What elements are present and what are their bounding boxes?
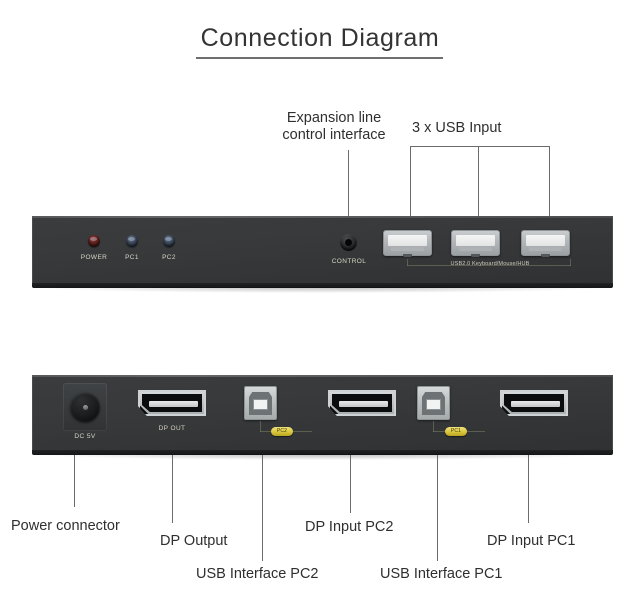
callout-power-connector: Power connector xyxy=(11,518,120,534)
title-underline xyxy=(196,57,443,59)
usb-b-port-pc1-mouth xyxy=(426,399,441,410)
leader-line-dp-output xyxy=(172,455,174,523)
pc2-silk-drop xyxy=(260,421,261,432)
callout-usb-interface-pc1: USB Interface PC1 xyxy=(380,566,503,582)
dc-power-plate xyxy=(63,383,107,431)
rear-panel-bottom-lip xyxy=(32,450,613,455)
leader-line-control xyxy=(348,150,350,238)
badge-pc1: PC1 xyxy=(445,427,467,436)
control-jack xyxy=(340,234,357,251)
callout-expansion-line-control-interface: Expansion line control interface xyxy=(261,110,407,144)
callout-dp-input-pc1: DP Input PC1 xyxy=(487,533,576,549)
usb-bracket-top xyxy=(410,146,550,148)
led-pc1-gloss xyxy=(128,236,135,241)
dp-output-slot xyxy=(149,401,198,407)
badge-pc1-label: PC1 xyxy=(450,428,462,434)
front-panel-top-highlight xyxy=(32,216,613,218)
callout-dp-input-pc2: DP Input PC2 xyxy=(305,519,394,535)
dp-input-pc1-port xyxy=(500,390,568,416)
usb-a-port-1-notch xyxy=(403,254,412,257)
badge-pc2: PC2 xyxy=(271,427,293,436)
usb-a-port-2 xyxy=(451,230,500,257)
control-jack-label: CONTROL xyxy=(331,258,367,265)
leader-line-dp-input-pc1 xyxy=(528,455,530,523)
led-pc2-label: PC2 xyxy=(162,254,176,261)
usb-a-port-3-tongue xyxy=(529,247,562,251)
usb-a-port-1 xyxy=(383,230,432,257)
leader-line-dp-input-pc2 xyxy=(350,455,352,513)
leader-line-usb-interface-pc1 xyxy=(437,455,439,561)
front-panel-bottom-lip xyxy=(32,283,613,288)
badge-pc2-label: PC2 xyxy=(276,428,288,434)
usb-a-port-1-tongue xyxy=(391,247,424,251)
usb-a-port-3-notch xyxy=(541,254,550,257)
dp-input-pc2-port xyxy=(328,390,396,416)
usb-a-port-3 xyxy=(521,230,570,257)
led-power xyxy=(88,235,100,247)
rear-panel-device: DC 5V DP OUT PC2 xyxy=(32,375,613,460)
callout-usb-input: 3 x USB Input xyxy=(412,120,502,136)
dp-input-pc1-slot xyxy=(511,401,560,407)
led-power-label: POWER xyxy=(80,254,108,261)
dp-output-label: DP OUT xyxy=(158,425,186,432)
front-panel-shadow xyxy=(36,287,609,293)
front-panel-device: POWER PC1 PC2 CONTROL xyxy=(32,216,613,293)
usb-silk-bar xyxy=(407,265,571,266)
callout-expansion-line-2: control interface xyxy=(282,127,386,143)
rear-panel-top-highlight xyxy=(32,375,613,377)
usb-silk-drop-right xyxy=(570,259,571,266)
dc-power-jack-pin xyxy=(82,404,88,410)
leader-line-usb-interface-pc2 xyxy=(262,455,264,561)
callout-expansion-line-1: Expansion line xyxy=(286,110,382,126)
dc-power-label: DC 5V xyxy=(74,433,96,440)
dp-output-port xyxy=(138,390,206,416)
usb-b-port-pc2 xyxy=(244,386,277,420)
callout-dp-output: DP Output xyxy=(160,533,228,549)
usb-group-label: USB2.0 Keyboard/Mouse/HUB xyxy=(450,261,530,267)
usb-a-port-3-slot xyxy=(526,235,565,246)
usb-bracket-drop-3 xyxy=(549,146,551,242)
rear-panel-shadow xyxy=(36,454,609,460)
usb-b-port-pc2-mouth xyxy=(253,399,268,410)
led-pc2 xyxy=(163,235,175,247)
dp-input-pc2-slot xyxy=(339,401,388,407)
usb-bracket-drop-2 xyxy=(478,146,480,242)
usb-bracket-drop-1 xyxy=(410,146,412,242)
led-pc1 xyxy=(126,235,138,247)
page-title: Connection Diagram xyxy=(200,24,440,52)
usb-silk-drop-left xyxy=(407,259,408,266)
led-pc1-label: PC1 xyxy=(125,254,139,261)
usb-b-port-pc1 xyxy=(417,386,450,420)
pc1-silk-drop xyxy=(433,421,434,432)
control-jack-hole xyxy=(345,239,352,246)
usb-a-port-2-notch xyxy=(471,254,480,257)
usb-a-port-1-slot xyxy=(388,235,427,246)
usb-a-port-2-tongue xyxy=(459,247,492,251)
usb-a-port-2-slot xyxy=(456,235,495,246)
leader-line-power-connector xyxy=(74,455,76,507)
led-pc2-gloss xyxy=(165,236,172,241)
callout-usb-interface-pc2: USB Interface PC2 xyxy=(196,566,319,582)
dc-power-jack xyxy=(70,392,100,422)
led-power-gloss xyxy=(90,236,97,241)
